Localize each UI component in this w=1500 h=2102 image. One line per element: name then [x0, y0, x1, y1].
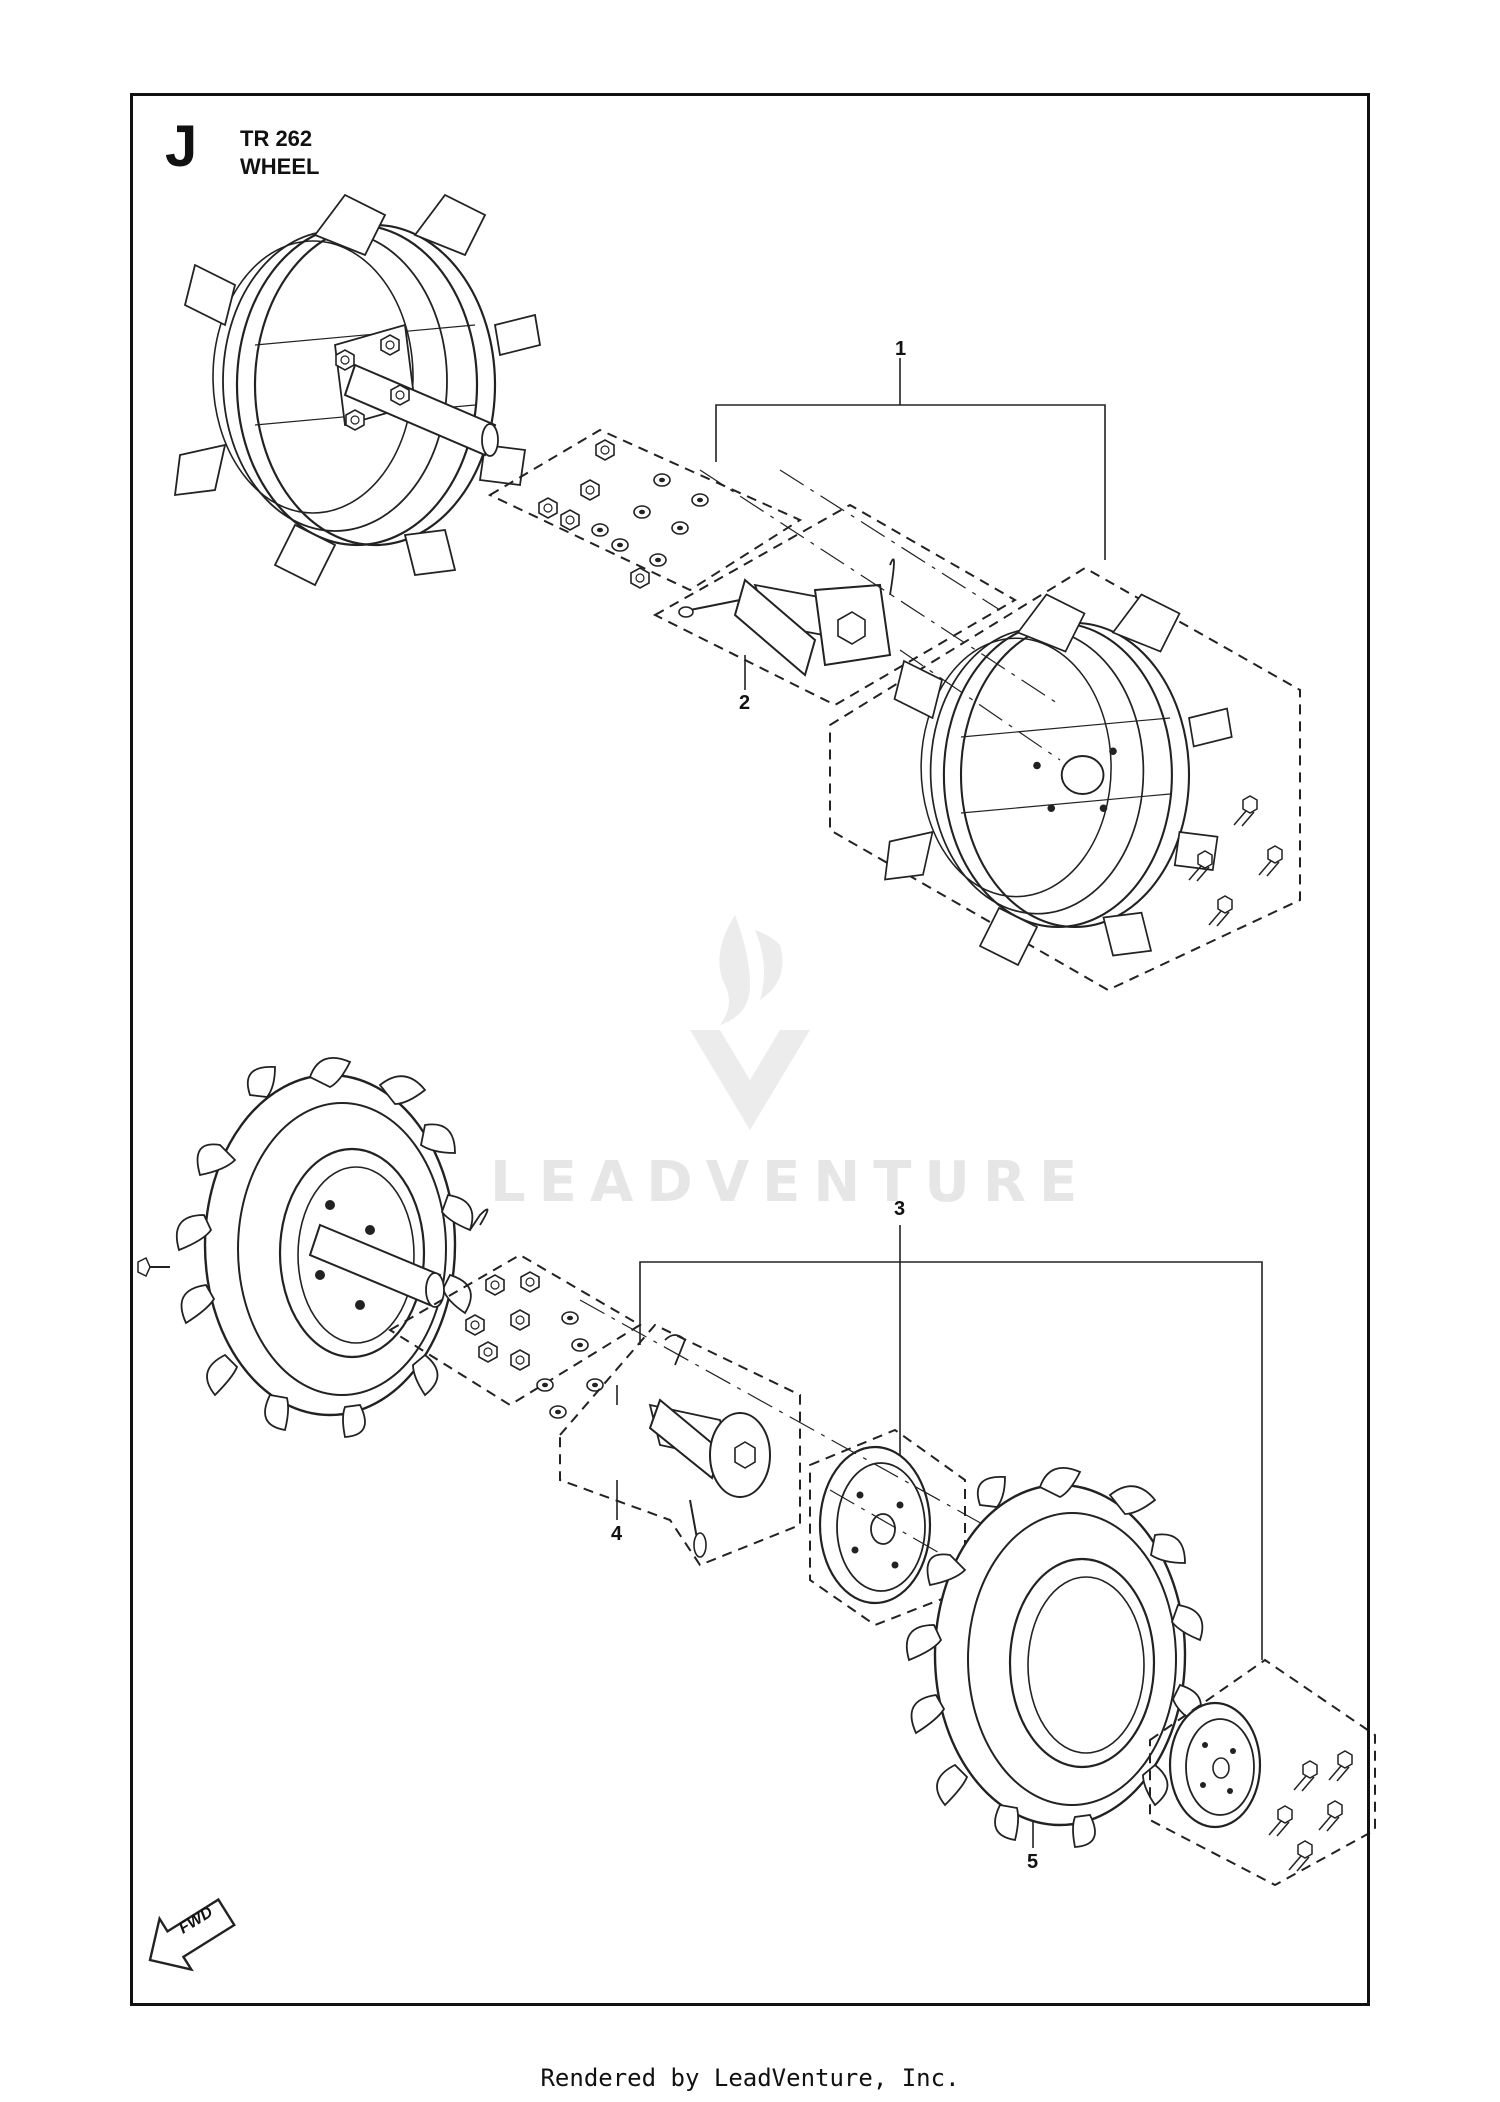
- diagram-title: WHEEL: [240, 154, 320, 179]
- section-letter: J: [165, 114, 198, 179]
- watermark-logo: [690, 915, 810, 1130]
- footer-credit: Rendered by LeadVenture, Inc.: [540, 2064, 960, 2092]
- model-label: TR 262: [240, 126, 313, 151]
- diagram-header: TR 262 WHEEL: [240, 125, 319, 181]
- drawing-frame: [130, 93, 1370, 2006]
- forward-arrow-icon: [148, 1897, 236, 1972]
- callout-2[interactable]: 2: [739, 692, 751, 714]
- callout-1[interactable]: 1: [895, 338, 907, 360]
- callout-3[interactable]: 3: [894, 1198, 906, 1220]
- watermark-text: LEADVENTURE: [490, 1150, 1091, 1215]
- callout-5[interactable]: 5: [1027, 1851, 1039, 1873]
- callout-4[interactable]: 4: [611, 1523, 623, 1545]
